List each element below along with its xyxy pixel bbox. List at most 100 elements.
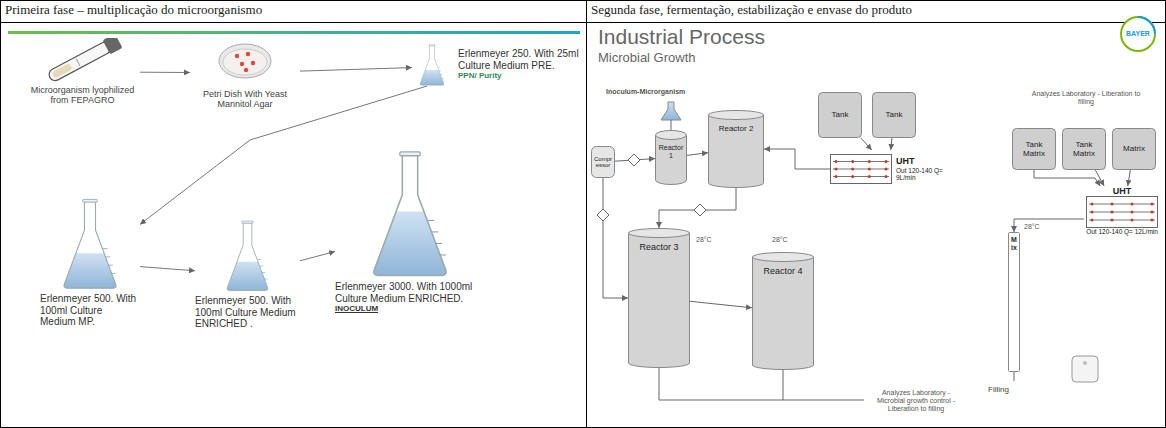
- diagram-label: BAYER: [1124, 30, 1152, 38]
- exchanger-dot: [868, 160, 871, 163]
- tank-box: Tank Matrix: [1012, 128, 1056, 170]
- pipe: [1014, 372, 1015, 381]
- exchanger-dot: [1111, 219, 1114, 222]
- erlenmeyer-flask: [335, 150, 485, 278]
- connector: [603, 178, 628, 298]
- exchanger-dot: [1091, 219, 1094, 222]
- illustration-item: Erlenmeyer 500. With 100ml Culture Mediu…: [40, 198, 140, 328]
- exchanger-dot: [885, 168, 888, 171]
- vessel-body: [629, 233, 690, 368]
- diagram-label: 28°C: [696, 236, 712, 244]
- vessel-body: [656, 135, 687, 185]
- lyophilized-powder: [52, 63, 73, 79]
- heat-exchanger: [1086, 196, 1158, 228]
- connector: [1128, 170, 1131, 186]
- node-text: Microorganism lyophilized from FEPAGRO: [25, 85, 140, 106]
- erlenmeyer-flask: [40, 198, 140, 290]
- exchanger-dot: [1151, 203, 1154, 206]
- exchanger-dot: [1131, 211, 1134, 214]
- flask-rim: [242, 221, 254, 223]
- connector: [140, 267, 195, 271]
- pipe: [671, 120, 672, 130]
- exchanger-tube: [833, 169, 889, 170]
- item-icon: [335, 150, 485, 278]
- flask-rim: [400, 152, 420, 156]
- connector: [1034, 170, 1100, 186]
- exchanger-tube: [1089, 220, 1155, 221]
- vessel-top: [753, 253, 814, 262]
- valve-diamond: [597, 209, 609, 221]
- connector: [690, 301, 752, 308]
- graduation: [439, 254, 445, 255]
- uht-exchanger: UHTOut 120-140 Q= 12L/min: [1084, 186, 1160, 252]
- exchanger-dot: [1091, 211, 1094, 214]
- colony: [251, 61, 255, 65]
- connector: [140, 72, 190, 73]
- node-text: Tank: [832, 110, 849, 119]
- graduation: [108, 265, 113, 266]
- tank-box: Tank: [818, 92, 862, 138]
- diagram-label: Inoculum-Microrganism: [606, 88, 685, 96]
- tank-shape-outline: [1063, 129, 1106, 170]
- node-text: PPN/ Purity: [458, 71, 580, 80]
- agar: [223, 49, 267, 75]
- colony: [244, 68, 248, 72]
- valve-diamond: [628, 154, 640, 166]
- compressor-box: Compressor: [591, 146, 615, 178]
- connector: [861, 138, 872, 150]
- graduation: [428, 220, 434, 221]
- vessel-body: [709, 115, 764, 188]
- graduation: [440, 74, 442, 75]
- connector: [659, 188, 736, 228]
- diagram-label: Industrial Process: [598, 25, 765, 49]
- graduation: [442, 78, 444, 79]
- illustration-item: Erlenmeyer 500. With 100ml Culture Mediu…: [195, 220, 300, 330]
- item-icon: [25, 38, 140, 82]
- item-caption: Erlenmeyer 250. With 25ml Culture Medium…: [458, 44, 580, 80]
- tank-shape-outline: [873, 93, 916, 138]
- colony: [246, 52, 250, 56]
- table-header: Primeira fase – multiplicação do microor…: [5, 3, 262, 18]
- vessel-top: [656, 131, 687, 140]
- reactor-vessel: [708, 110, 764, 188]
- accent-line: [8, 31, 580, 34]
- filling-machine: [1083, 361, 1087, 365]
- graduation: [103, 248, 108, 249]
- pipe: [783, 370, 784, 400]
- graduation: [260, 266, 264, 267]
- valve-diamond: [694, 204, 706, 216]
- flask-icon: [661, 102, 681, 120]
- graduation: [258, 259, 262, 260]
- exchanger-dot: [835, 168, 838, 171]
- exchanger-tube: [833, 161, 889, 162]
- connector: [300, 252, 335, 261]
- tank-shape-outline: [1013, 129, 1056, 170]
- item-icon: [40, 198, 140, 290]
- diagram-label: Analyzes Laboratory - Liberation to fill…: [1030, 90, 1142, 106]
- table-rule: [0, 22, 1166, 23]
- node-text: Matrix: [1123, 144, 1145, 153]
- exchanger-tube: [1089, 212, 1155, 213]
- inoculum-flask: [661, 102, 681, 130]
- petri-dish: [190, 36, 300, 86]
- tank-shape-outline: [1113, 129, 1156, 170]
- dish-lid: [219, 44, 271, 78]
- tube-glass: [47, 40, 113, 82]
- erlenmeyer-flask: [195, 220, 300, 292]
- node-text: Mix: [1011, 236, 1018, 251]
- exchanger-dot: [1111, 203, 1114, 206]
- connector: [687, 153, 708, 156]
- exchanger-dot: [885, 160, 888, 163]
- exchanger-dot: [1111, 211, 1114, 214]
- tube-stopper: [103, 38, 123, 54]
- reactor-cylinder: Reactor 1: [655, 130, 687, 185]
- reactor-cylinder: Reactor 2: [708, 110, 764, 188]
- graduation: [264, 279, 268, 280]
- diagram-label: Filling: [988, 385, 1009, 394]
- diagram-label: 28°C: [772, 236, 788, 244]
- flask-outline: [374, 155, 446, 275]
- exchanger-dot: [1151, 219, 1154, 222]
- exchanger-dot: [851, 160, 854, 163]
- node-text: Reactor 2: [719, 124, 754, 133]
